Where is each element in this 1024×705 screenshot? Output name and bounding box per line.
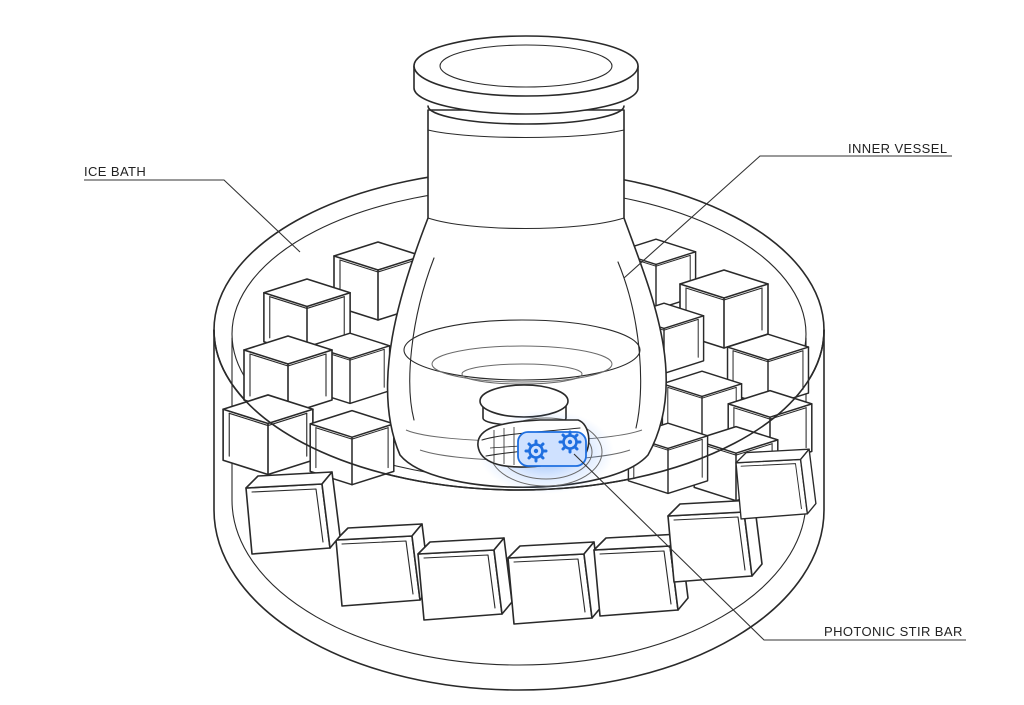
label-photonic-stir-bar: PHOTONIC STIR BAR xyxy=(824,624,963,639)
label-inner-vessel: INNER VESSEL xyxy=(848,141,947,156)
photonic-stir-bar xyxy=(478,410,614,494)
label-ice-bath: ICE BATH xyxy=(84,164,146,179)
gear-icon xyxy=(526,441,546,461)
leader-ice-bath xyxy=(84,180,300,252)
gear-icon xyxy=(560,432,580,452)
